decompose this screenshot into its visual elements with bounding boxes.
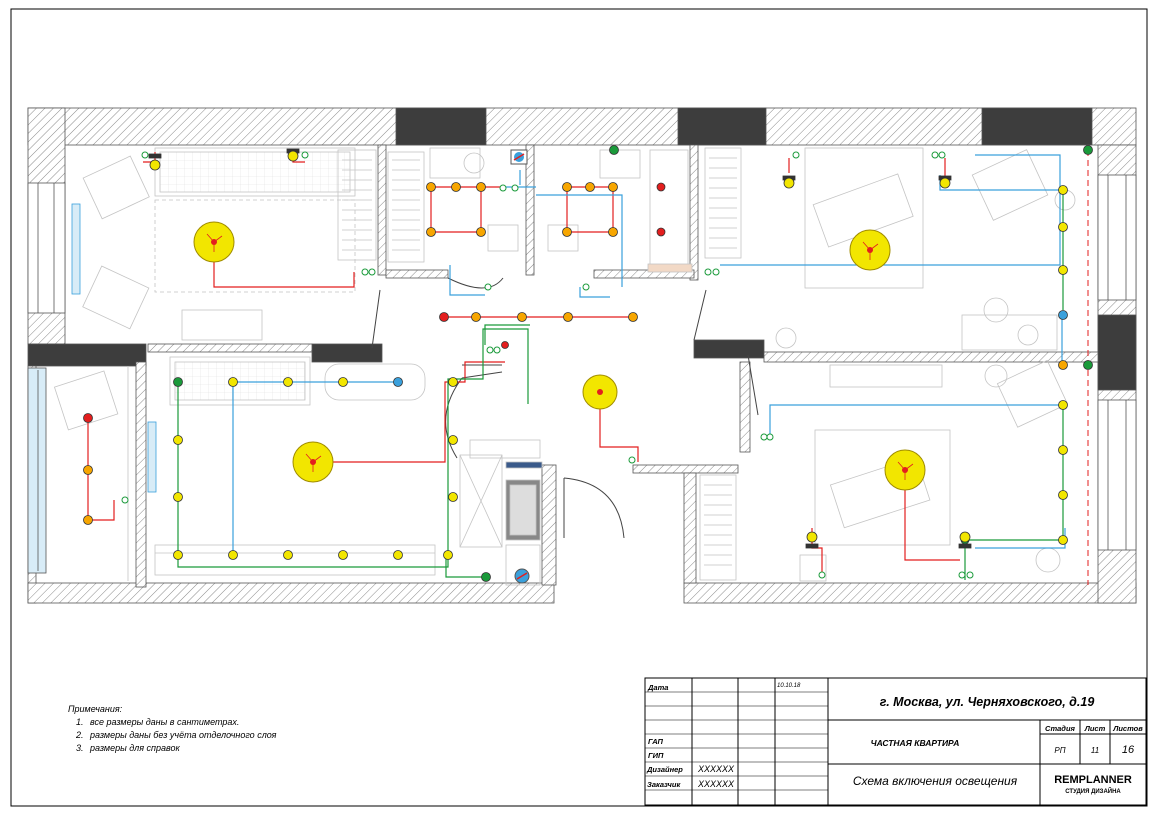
address-text: г. Москва, ул. Черняховского, д.19 (880, 695, 1095, 709)
notes-heading: Примечания: (68, 704, 123, 714)
sheet-frame (10, 8, 1148, 807)
designer-value: XXXXXX (697, 764, 735, 774)
logo-main: REMPLANNER (1054, 774, 1132, 786)
client-label: Заказчик (647, 780, 681, 789)
chandelier-icon (582, 374, 618, 410)
sconce-icon (938, 175, 952, 189)
windows (27, 174, 1137, 574)
date-value: 10.10.18 (777, 683, 801, 689)
water-heater-icon (510, 149, 528, 165)
gap-label: ГАП (648, 737, 663, 746)
object-text: ЧАСТНАЯ КВАРТИРА (871, 738, 960, 748)
chandelier-icon (849, 229, 891, 271)
wiring-blue (232, 154, 1066, 555)
wall-sconces (148, 148, 972, 549)
notes-list: все размеры даны в сантиметрах. размеры … (68, 716, 276, 755)
drawing-title: Схема включения освещения (853, 774, 1018, 788)
chandelier-icon (884, 449, 926, 491)
note-item: размеры для справок (86, 742, 276, 755)
title-block (644, 677, 1147, 806)
note-item: все размеры даны в сантиметрах. (86, 716, 276, 729)
gip-label: ГИП (648, 751, 664, 760)
stage-value: РП (1054, 746, 1065, 755)
switches (121, 151, 974, 579)
sconce-icon (958, 531, 972, 549)
sconce-icon (782, 175, 796, 189)
chandelier-icon (193, 221, 235, 263)
sconce-icon (286, 148, 300, 162)
stage-label: Стадия (1045, 724, 1075, 733)
note-item: размеры даны без учёта отделочного слоя (86, 729, 276, 742)
doors (371, 277, 759, 539)
sheets-value: 16 (1122, 744, 1135, 756)
sconce-icon (805, 531, 819, 549)
spot-lights (83, 145, 1093, 582)
date-label: Дата (647, 683, 668, 692)
sheets-label: Листов (1112, 724, 1143, 733)
water-heater-icon (514, 568, 530, 584)
furniture (53, 147, 1076, 586)
wiring-green (177, 190, 1064, 580)
client-value: XXXXXX (697, 779, 735, 789)
logo-sub: СТУДИЯ ДИЗАЙНА (1065, 787, 1121, 795)
title-block-rows (645, 691, 828, 791)
chandeliers (193, 221, 926, 491)
designer-label: Дизайнер (646, 765, 683, 774)
notes-block: Примечания: все размеры даны в сантиметр… (68, 703, 276, 755)
sconce-icon (148, 153, 162, 171)
sheet-label: Лист (1084, 724, 1106, 733)
chandelier-icon (292, 441, 334, 483)
sheet-value: 11 (1091, 746, 1099, 755)
